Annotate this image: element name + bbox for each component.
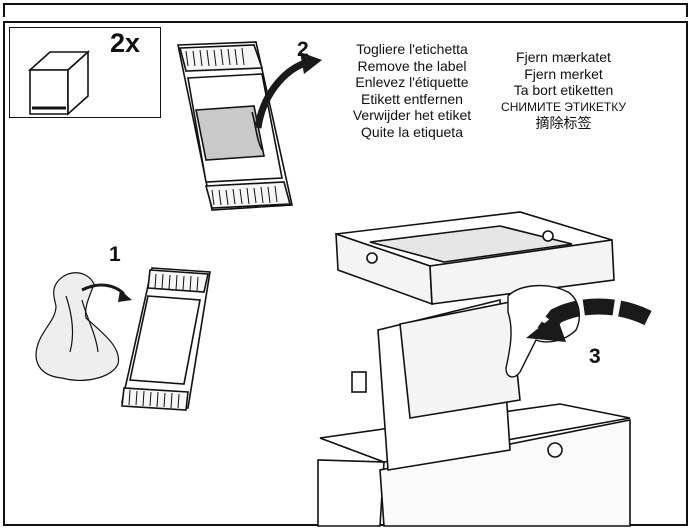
instruction-line: Enlevez l'étiquette xyxy=(355,74,469,91)
remove-label-instructions-col1: Togliere l'etichetta Remove the label En… xyxy=(331,41,493,141)
fixture-assembly xyxy=(317,211,631,527)
cube-icon xyxy=(27,50,91,116)
instruction-line: Quite la etiqueta xyxy=(361,123,463,140)
peel-arrow xyxy=(254,58,310,129)
step-number-2: 2 xyxy=(297,38,309,61)
instruction-line: Etikett entfernen xyxy=(361,90,463,107)
instruction-line: 摘除标签 xyxy=(535,115,592,132)
instruction-line: СНИМИТЕ ЭТИКЕТКУ xyxy=(501,99,626,114)
driver-unit-with-label xyxy=(177,41,293,211)
instruction-line: Fjern merket xyxy=(524,65,603,82)
instruction-line: Togliere l'etichetta xyxy=(356,41,468,57)
instruction-line: Fjern mærkatet xyxy=(516,49,611,65)
top-frame-strip xyxy=(3,3,688,17)
quantity-label: 2x xyxy=(110,28,141,58)
driver-unit-unpacked xyxy=(121,267,211,411)
plastic-bag xyxy=(35,272,120,381)
rotate-arrow xyxy=(537,298,652,337)
instruction-line: Verwijder het etiket xyxy=(352,107,472,124)
label-sticker xyxy=(195,105,265,161)
step-number-3: 3 xyxy=(589,345,601,368)
instruction-line: Ta bort etiketten xyxy=(513,82,614,99)
step-number-1: 1 xyxy=(109,243,121,266)
remove-label-instructions-col2: Fjern mærkatet Fjern merket Ta bort etik… xyxy=(486,49,641,132)
quantity-box xyxy=(9,27,161,118)
instruction-line: Remove the label xyxy=(357,57,467,74)
